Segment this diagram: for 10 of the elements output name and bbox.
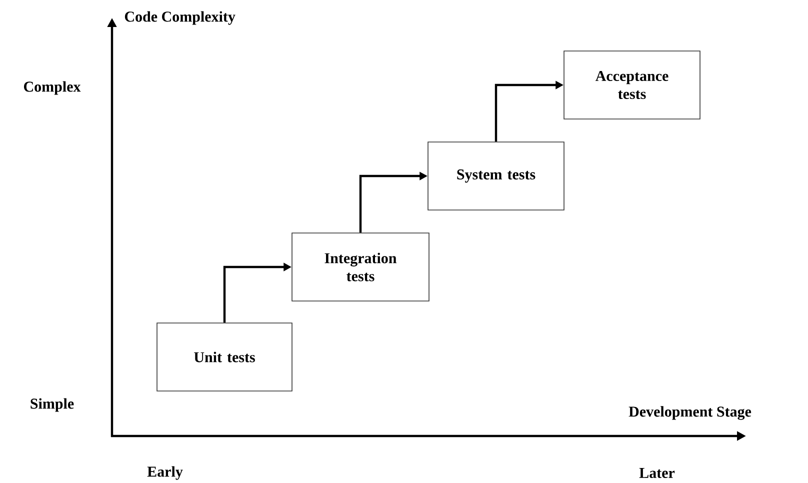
axis-label: Early: [147, 466, 183, 480]
axis-label: Complex: [24, 81, 81, 95]
test-stage-box: Acceptance tests: [564, 50, 700, 120]
test-stage-box: Integration tests: [292, 232, 430, 302]
axis-label: Simple: [30, 398, 74, 412]
axis-label: Later: [639, 468, 675, 478]
axis-label: Development Stage: [628, 406, 752, 420]
test-stage-box: System tests: [428, 142, 564, 210]
test-stage-box: Unit tests: [156, 322, 292, 392]
axis-label: Code Complexity: [124, 11, 236, 25]
